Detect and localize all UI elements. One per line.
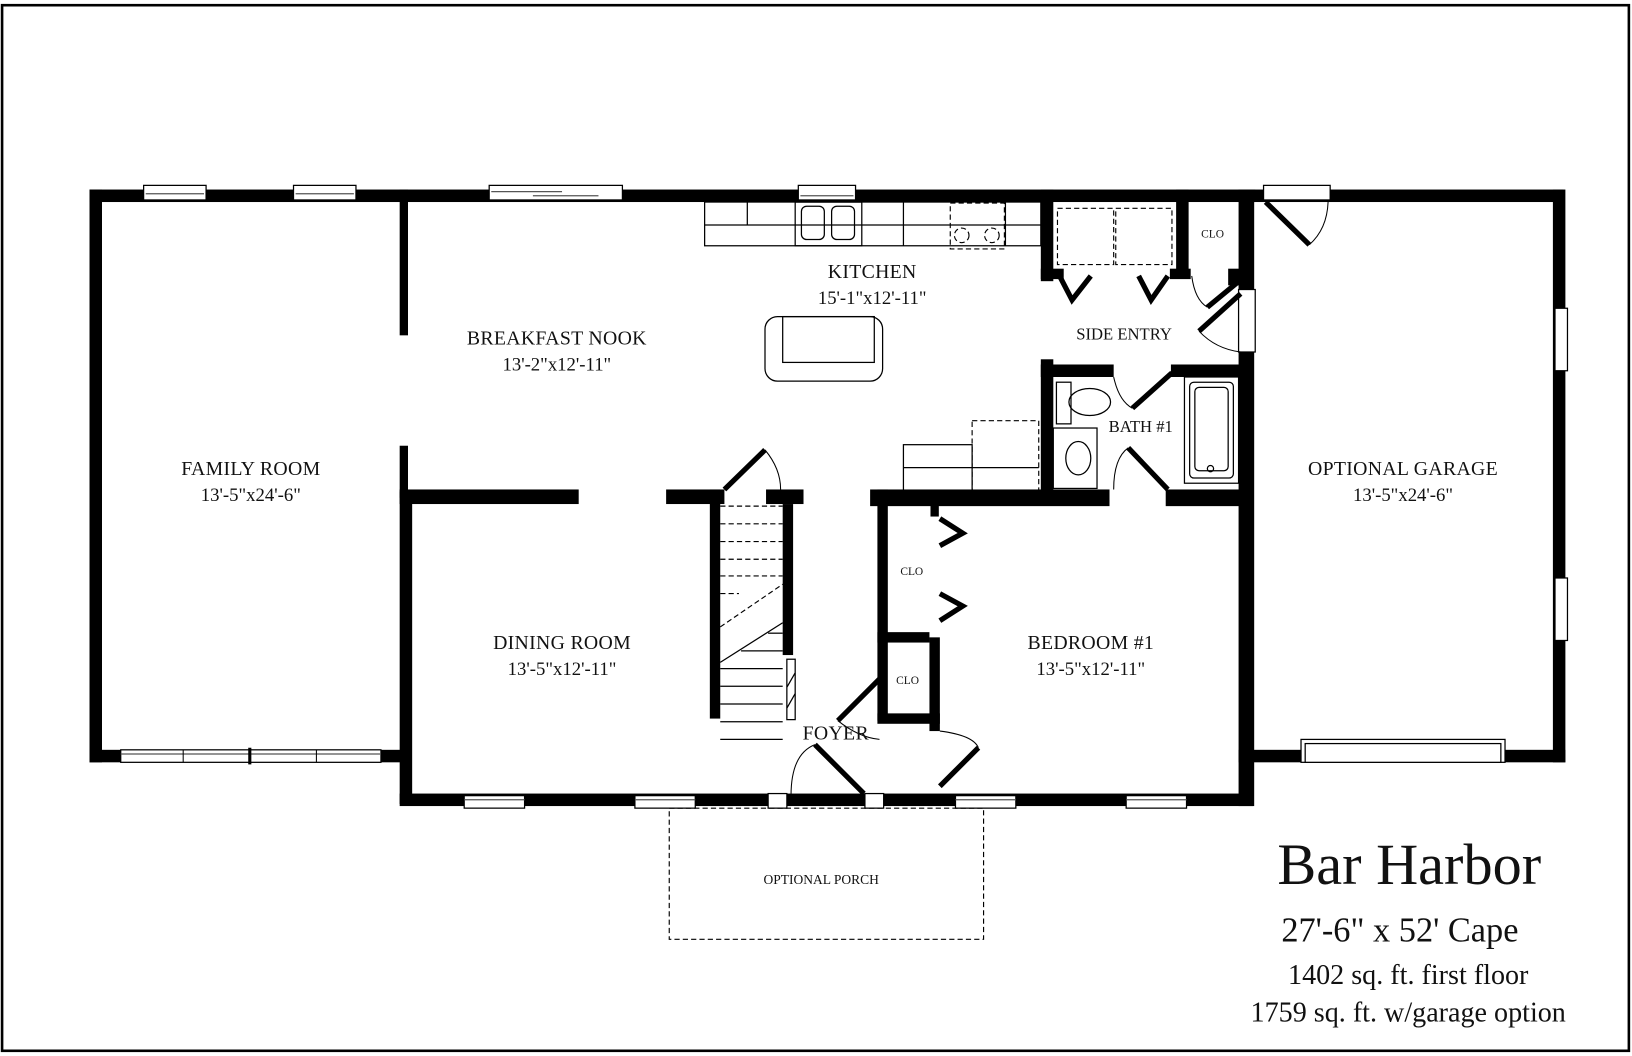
bath1-label: BATH #1: [1109, 417, 1173, 436]
kitchen-label: KITCHEN: [828, 261, 917, 283]
family-room-label: FAMILY ROOM: [181, 458, 320, 480]
breakfast-nook-label: BREAKFAST NOOK: [467, 328, 647, 350]
kitchen-size: 15'-1"x12'-11": [818, 288, 927, 309]
plan-dimensions: 27'-6" x 52' Cape: [1281, 911, 1518, 949]
bedroom1-label: BEDROOM #1: [1027, 632, 1154, 654]
optional-garage-label: OPTIONAL GARAGE: [1308, 458, 1498, 480]
staircase: [719, 505, 796, 741]
breakfast-nook-size: 13'-2"x12'-11": [502, 355, 611, 376]
side-entry-closet-label: CLO: [1201, 228, 1224, 240]
doors: [722, 184, 1331, 796]
family-room-size: 13'-5"x24'-6": [201, 485, 301, 506]
side-entry-label: SIDE ENTRY: [1076, 324, 1172, 343]
optional-garage-size: 13'-5"x24'-6": [1353, 485, 1453, 506]
title-block: Bar Harbor 27'-6" x 52' Cape 1402 sq. ft…: [1251, 832, 1566, 1028]
first-floor-sqft: 1402 sq. ft. first floor: [1288, 960, 1529, 991]
porch-outline: [668, 807, 985, 940]
page-border: [0, 3, 1631, 1053]
garage-option-sqft: 1759 sq. ft. w/garage option: [1251, 998, 1566, 1029]
kitchen-fixtures: [704, 201, 1173, 492]
interior-walls: [399, 189, 1249, 732]
room-labels: FAMILY ROOM 13'-5"x24'-6" BREAKFAST NOOK…: [181, 228, 1498, 887]
bedroom-closet-label: CLO: [900, 566, 923, 578]
bath-fixtures: [1052, 376, 1240, 490]
plan-title: Bar Harbor: [1277, 832, 1541, 897]
optional-porch-label: OPTIONAL PORCH: [763, 872, 879, 887]
dining-room-label: DINING ROOM: [493, 632, 631, 654]
foyer-label: FOYER: [803, 722, 870, 744]
dining-room-size: 13'-5"x12'-11": [508, 659, 617, 680]
windows: [120, 184, 1569, 809]
foyer-closet-label: CLO: [896, 675, 919, 687]
bedroom1-size: 13'-5"x12'-11": [1036, 659, 1145, 680]
